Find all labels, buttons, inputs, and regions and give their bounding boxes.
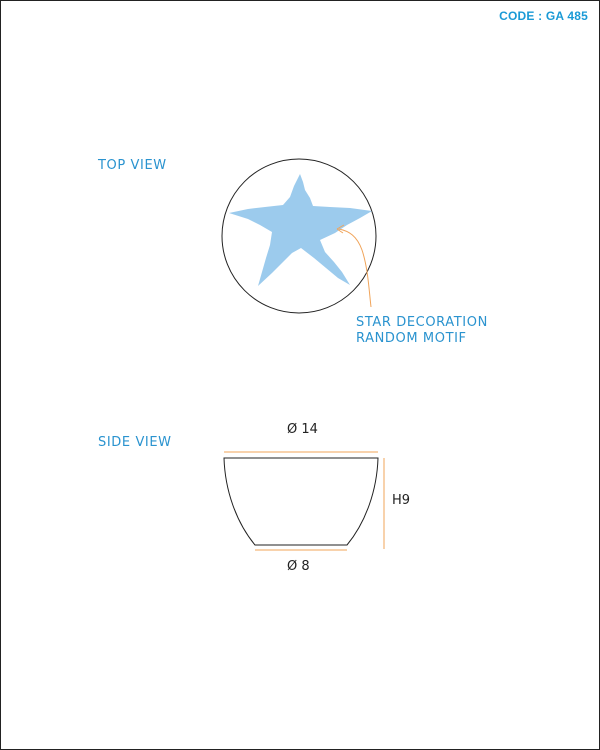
top-diameter-label: Ø 14 xyxy=(287,422,318,437)
star-decoration xyxy=(229,174,372,286)
annotation-line-2: RANDOM MOTIF xyxy=(356,331,467,346)
annotation-leader-line xyxy=(338,228,372,308)
star-annotation: STAR DECORATION RANDOM MOTIF xyxy=(356,315,488,347)
height-label: H9 xyxy=(392,493,411,508)
bowl-top-outline xyxy=(221,158,377,314)
annotation-line-1: STAR DECORATION xyxy=(356,315,488,330)
top-view-label: TOP VIEW xyxy=(98,158,167,173)
bowl-side-outline xyxy=(223,457,379,546)
bottom-diameter-label: Ø 8 xyxy=(287,559,310,574)
annotation-arrowhead xyxy=(336,224,345,234)
side-view-label: SIDE VIEW xyxy=(98,435,172,450)
product-code: CODE : GA 485 xyxy=(499,9,588,23)
